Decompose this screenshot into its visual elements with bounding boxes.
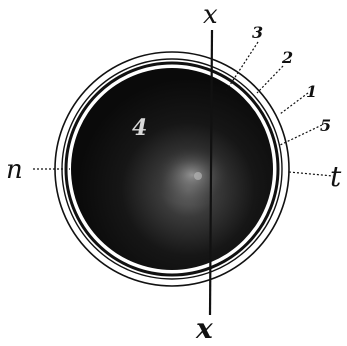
callout-1: 1 (306, 82, 317, 101)
callout-2: 2 (281, 48, 293, 67)
leader-1 (280, 93, 308, 114)
callout-3: 3 (252, 23, 263, 42)
left-label: n (6, 155, 23, 185)
light-spot (154, 145, 230, 205)
callout-5: 5 (320, 116, 331, 135)
right-label: t (330, 160, 342, 193)
inner-label: 4 (132, 115, 147, 141)
axis-top-label: x (203, 0, 218, 30)
bright-dot (194, 172, 202, 180)
leader-2 (257, 66, 283, 93)
axis-bottom-label: x (195, 312, 213, 345)
leader-t (289, 172, 333, 176)
